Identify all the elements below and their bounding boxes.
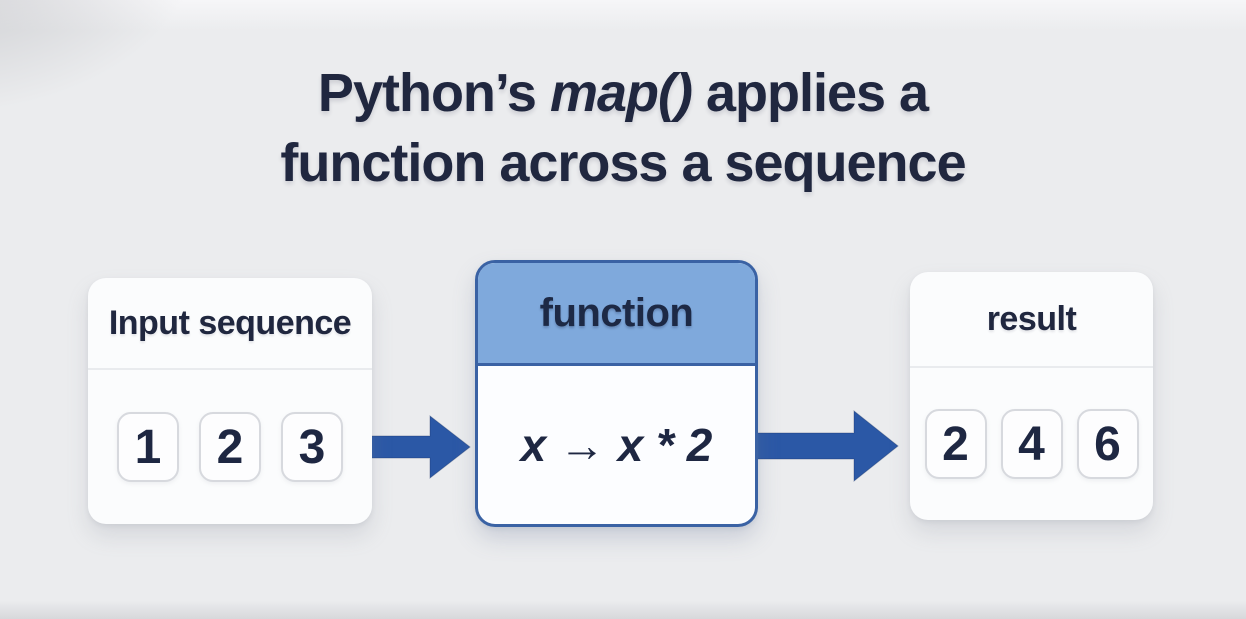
map-function-name: map() — [549, 63, 693, 123]
title-line-2: function across a sequence — [280, 133, 966, 193]
value-tile: 2 — [924, 409, 987, 479]
result-label: result — [986, 299, 1077, 338]
page-title: Python’s map() applies a function across… — [0, 58, 1246, 198]
title-line-1: Python’s map() applies a — [0, 58, 1246, 128]
value-tile: 4 — [1000, 409, 1063, 479]
function-label: function — [478, 263, 755, 366]
value-tile: 3 — [281, 412, 343, 482]
arrow-right-icon — [366, 414, 471, 480]
card-divider — [910, 366, 1153, 368]
function-card: function x → x * 2 — [475, 260, 758, 527]
value-tile: 6 — [1076, 409, 1139, 479]
arrow-input-to-function — [366, 414, 472, 480]
function-expression: x → x * 2 — [520, 419, 713, 471]
title-text-prefix: Python’s — [317, 63, 550, 123]
value-tile: 1 — [117, 412, 179, 482]
card-divider — [88, 368, 372, 370]
arrow-function-to-result — [754, 410, 900, 482]
function-body: x → x * 2 — [478, 366, 755, 524]
value-tile: 2 — [199, 412, 261, 482]
arrow-right-icon — [754, 410, 899, 482]
title-text-suffix: applies a — [691, 63, 929, 123]
input-sequence-label: Input sequence — [108, 303, 352, 342]
